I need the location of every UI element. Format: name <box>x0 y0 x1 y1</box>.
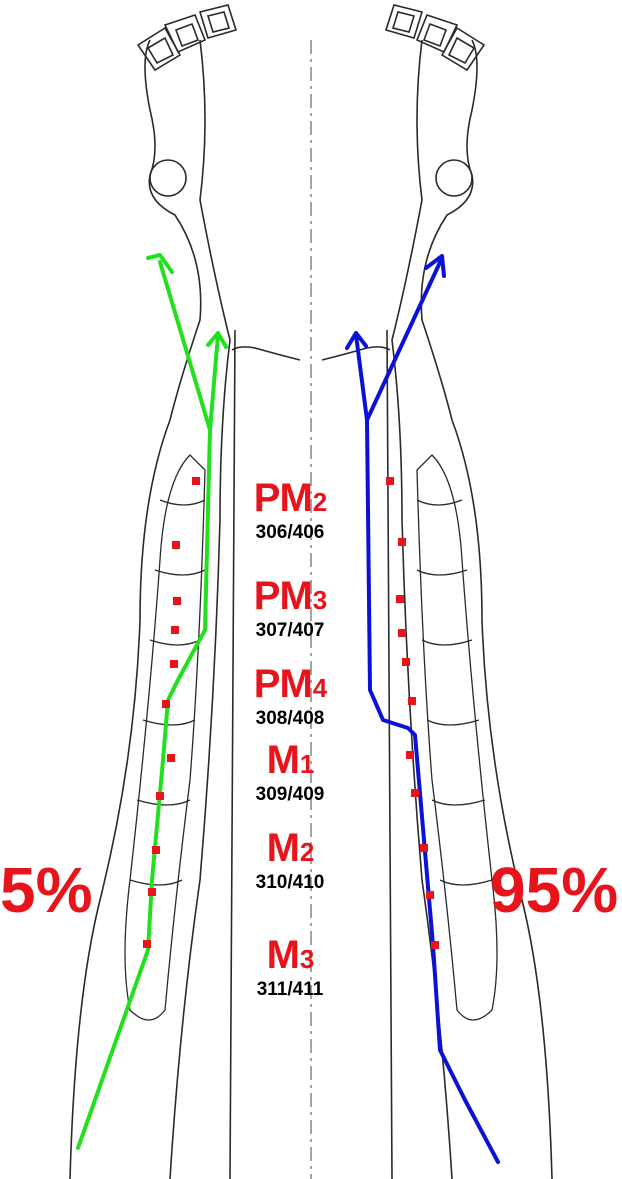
marker-point <box>402 658 410 666</box>
green-arrow-head-1 <box>146 253 174 274</box>
marker-point <box>173 597 181 605</box>
blue-branch-line <box>354 333 369 422</box>
tooth-label-m1: M1 309/409 <box>255 738 325 805</box>
right-path-line <box>345 254 500 1164</box>
marker-point <box>152 846 160 854</box>
marker-point <box>192 477 200 485</box>
marker-point <box>411 789 419 797</box>
green-branch-line <box>208 333 220 432</box>
tooth-rows <box>124 454 498 1021</box>
marker-point <box>171 626 179 634</box>
marker-point <box>172 541 180 549</box>
marker-points <box>143 477 439 949</box>
blue-main-line <box>365 256 500 1164</box>
marker-point <box>156 792 164 800</box>
green-arrow-head-2 <box>206 331 228 349</box>
marker-point <box>408 697 416 705</box>
tooth-label-m3: M3 311/411 <box>256 933 324 1000</box>
marker-point <box>398 629 406 637</box>
blue-arrow-head-2 <box>345 331 368 350</box>
left-path-line <box>76 253 228 1150</box>
percent-right-label: 95% <box>490 854 619 926</box>
marker-point <box>420 844 428 852</box>
marker-point <box>398 538 406 546</box>
marker-point <box>431 941 439 949</box>
mandible-outline <box>69 4 553 1179</box>
blue-arrow-head-1 <box>424 254 446 278</box>
marker-point <box>148 888 156 896</box>
tooth-label-m2: M2 310/410 <box>255 826 325 893</box>
marker-point <box>162 700 170 708</box>
tooth-label-pm2: PM2 306/406 <box>253 476 328 543</box>
tooth-label-pm3: PM3 307/407 <box>253 574 328 641</box>
marker-point <box>396 595 404 603</box>
marker-point <box>426 891 434 899</box>
percent-left-label: 5% <box>0 854 93 926</box>
tooth-label-pm4: PM4 308/408 <box>253 662 328 729</box>
marker-point <box>170 660 178 668</box>
marker-point <box>167 754 175 762</box>
marker-point <box>406 751 414 759</box>
marker-point <box>143 940 151 948</box>
green-main-line <box>76 260 212 1150</box>
marker-point <box>386 477 394 485</box>
